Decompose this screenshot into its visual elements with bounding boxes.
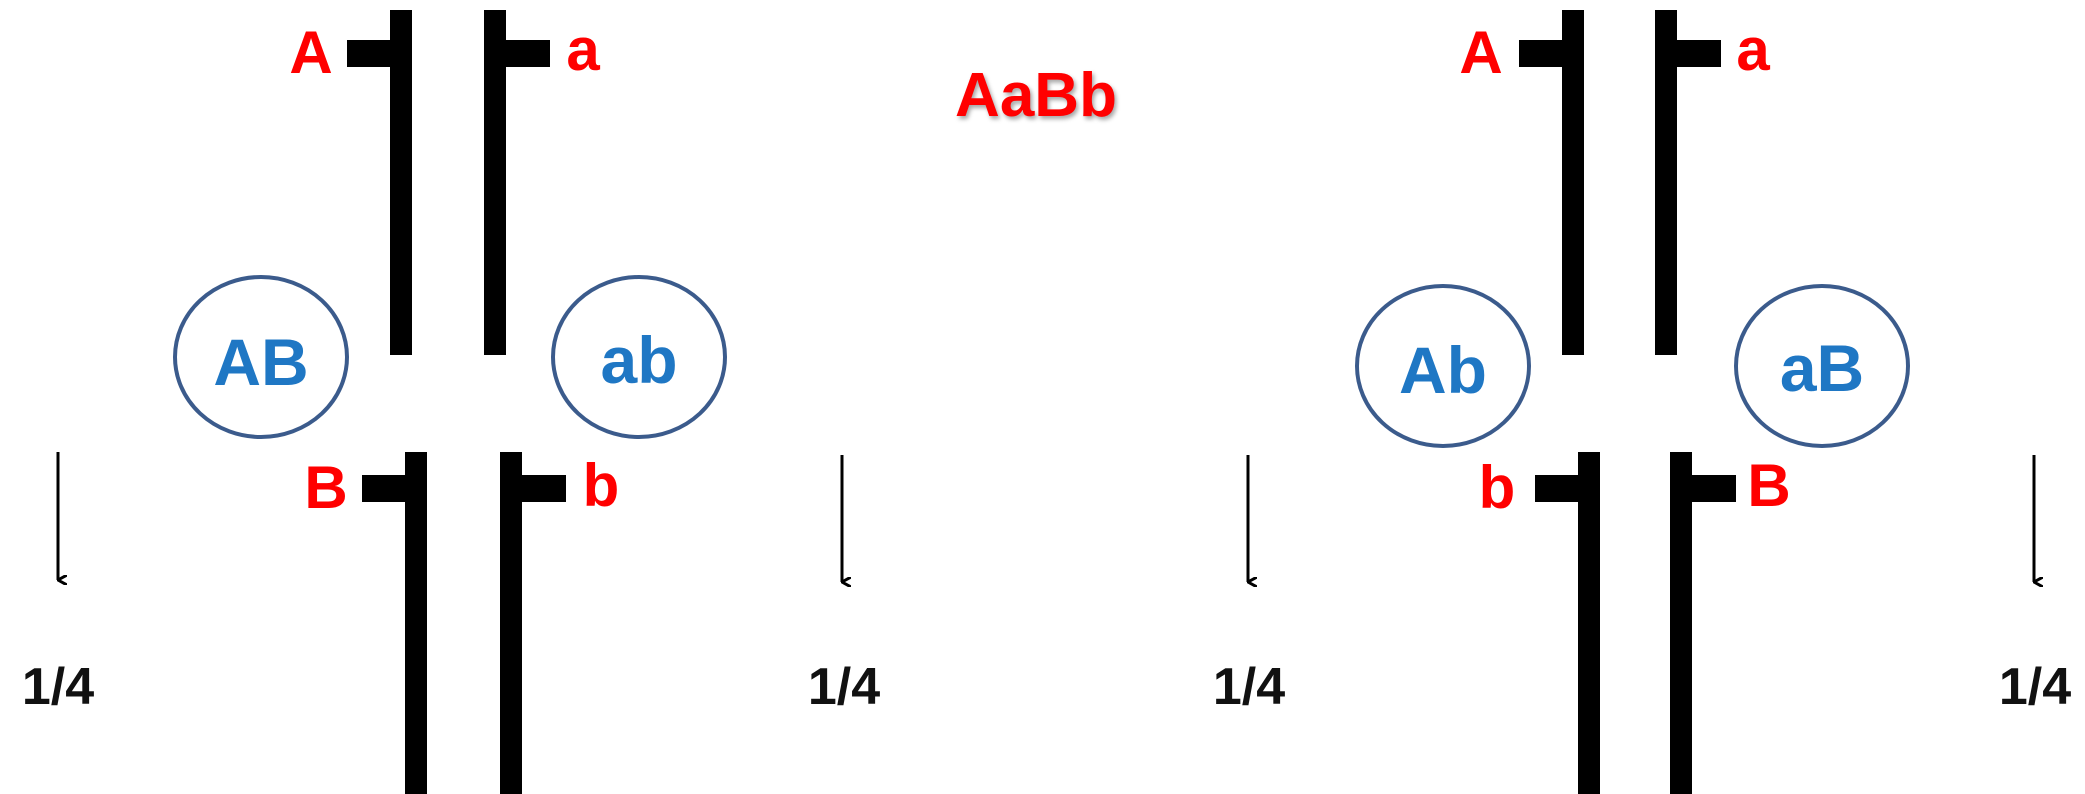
- probability-1: 1/4: [21, 658, 95, 716]
- probability-4: 1/4: [1998, 658, 2072, 716]
- right-top-chromosome-pair: [1519, 10, 1721, 355]
- right-bottom-chromosome-pair: [1535, 452, 1736, 794]
- left-bottom-allele-1: B: [304, 454, 348, 521]
- gamete-label-aB: aB: [1779, 331, 1865, 405]
- gamete-label-AB: AB: [213, 325, 309, 399]
- left-top-chromosome-pair: [347, 10, 550, 355]
- probability-2: 1/4: [807, 658, 881, 716]
- probability-3: 1/4: [1212, 658, 1286, 716]
- left-bottom-allele-2: b: [582, 452, 620, 519]
- gamete-circle-ab: [551, 275, 727, 439]
- right-bottom-allele-2: B: [1747, 452, 1791, 519]
- gamete-circle-AB: [173, 275, 349, 439]
- gamete-circle-aB: [1734, 284, 1910, 448]
- left-bottom-chromosome-pair: [362, 452, 566, 794]
- left-top-allele-1: A: [289, 19, 333, 86]
- right-bottom-allele-1: b: [1478, 454, 1516, 521]
- genotype-title: AaBb: [955, 61, 1117, 130]
- right-top-allele-1: A: [1459, 19, 1503, 86]
- gamete-label-Ab: Ab: [1399, 333, 1487, 407]
- right-top-allele-2: a: [1736, 16, 1770, 83]
- left-top-allele-2: a: [566, 16, 600, 83]
- gamete-label-ab: ab: [600, 323, 678, 397]
- gamete-circle-Ab: [1355, 284, 1531, 448]
